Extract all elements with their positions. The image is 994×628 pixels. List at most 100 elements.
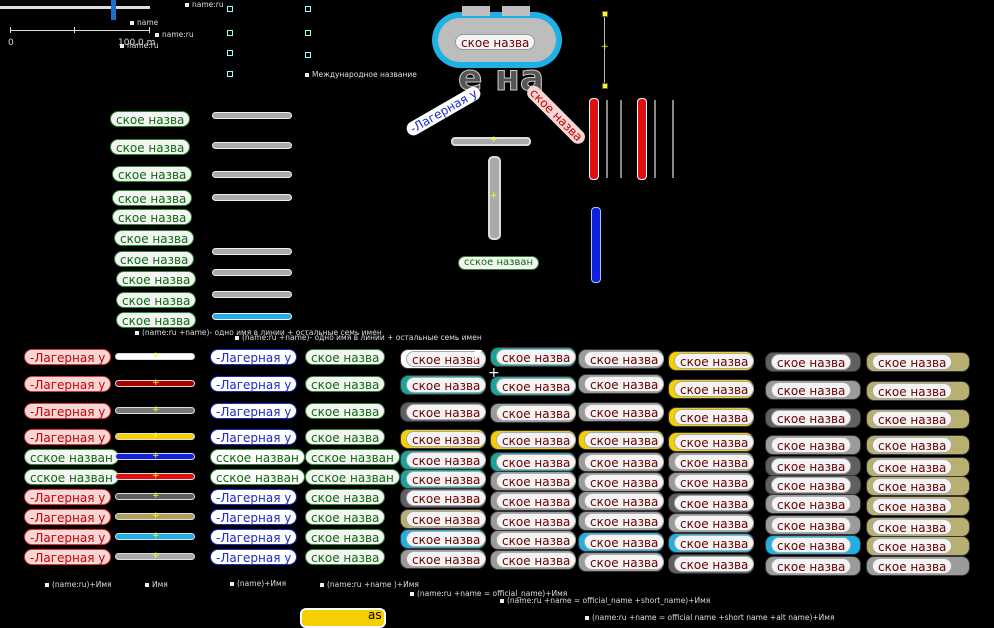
style-cell-label: ское назва [771, 458, 852, 474]
style-cell-label: ское назва [872, 538, 953, 554]
style-cell-label: ское назва [872, 383, 953, 399]
style-cell-label: ское назва [771, 410, 852, 426]
style-cell-label: ское назва [496, 378, 577, 394]
label-l2: ское назва [110, 139, 191, 155]
col2-bar[interactable] [115, 553, 195, 560]
central-hbar[interactable] [451, 137, 531, 146]
scale-bar [10, 27, 150, 40]
style-cell-label: ское назва [771, 477, 852, 493]
style-cell-label: ское назва [584, 534, 665, 550]
style-cell-label: ское назва [674, 474, 755, 490]
style-cell-label: ское назва [872, 411, 953, 427]
col4-label: ское назва [305, 376, 386, 392]
caption-3: (name:ru)+Имя [45, 580, 112, 589]
label-l5: ское назва [112, 209, 193, 225]
style-cell-label: ское назва [584, 404, 665, 420]
diag-label-red: ское назва [524, 83, 589, 147]
col4-label: ское назва [305, 403, 386, 419]
col1-label: -Лагерная у [24, 349, 112, 365]
col2-bar[interactable] [115, 380, 195, 387]
caption-6: (name:ru +name )+Имя [320, 580, 419, 589]
label-name: name [130, 18, 158, 27]
style-cell-label: ское назва [771, 382, 852, 398]
vbar-red-1[interactable] [589, 98, 599, 180]
move-cursor-icon: + [488, 365, 500, 381]
style-cell-label: ское назва [674, 495, 755, 511]
col3-label: сское назван [210, 469, 305, 485]
label-l8: ское назва [116, 271, 197, 287]
style-cell-label: ское назва [406, 452, 487, 468]
style-cell-label: ское назва [496, 532, 577, 548]
col4-label: ское назва [305, 529, 386, 545]
label-l3: ское назва [112, 166, 193, 182]
style-cell-label: ское назва [584, 554, 665, 570]
col2-bar[interactable] [115, 513, 195, 520]
bar-l7[interactable] [212, 291, 292, 298]
bar-l3[interactable] [212, 171, 292, 178]
col2-bar[interactable] [115, 353, 195, 360]
vbar-red-2[interactable] [637, 98, 647, 180]
col4-label: сское назван [305, 449, 400, 465]
mouse-cursor-icon [475, 350, 482, 362]
col3-label: сское назван [210, 449, 305, 465]
col4-label: сское назван [305, 469, 400, 485]
col2-bar[interactable] [115, 473, 195, 480]
style-cell-label: ское назва [771, 537, 852, 553]
style-cell-label: ское назва [872, 498, 953, 514]
style-cell-label: ское назва [584, 351, 665, 367]
bar-l8[interactable] [212, 313, 292, 320]
style-cell-label: ское назва [872, 459, 953, 475]
caption-2: (name:ru +name)- одно имя в линии + оста… [235, 333, 482, 342]
col1-label: -Лагерная у [24, 549, 112, 565]
style-cell-label: ское назва [674, 515, 755, 531]
style-cell-label: ское назва [584, 513, 665, 529]
col1-label: -Лагерная у [24, 509, 112, 525]
style-cell-label: ское назва [406, 471, 487, 487]
label-name-ru-1: name:ru [185, 0, 224, 9]
style-cell-label: ское назва [584, 432, 665, 448]
scale-hundred: 100.0 m [118, 38, 156, 48]
label-name-ru-2: name:ru [155, 30, 194, 39]
col2-bar[interactable] [115, 493, 195, 500]
caption-4: Имя [145, 580, 168, 589]
caption-8: (name:ru +name = official_name +short_na… [500, 596, 710, 605]
label-l10: ское назва [116, 312, 197, 328]
col3-label: -Лагерная у [210, 549, 298, 565]
diag-label-blue: -Лагерная у [404, 84, 484, 138]
style-cell-label: ское назва [496, 454, 577, 470]
style-cell-label: ское назва [872, 558, 953, 574]
style-cell-label: ское назва [584, 493, 665, 509]
col2-bar[interactable] [115, 533, 195, 540]
style-cell-label: ское назва [872, 519, 953, 535]
col1-label: -Лагерная у [24, 529, 112, 545]
style-cell-label: ское назва [872, 478, 953, 494]
style-cell-label: ское назва [496, 513, 577, 529]
col2-bar[interactable] [115, 453, 195, 460]
style-cell-label: ское назва [496, 405, 577, 421]
style-cell-label: ское назва [584, 474, 665, 490]
style-cell-label: ское назва [406, 351, 487, 367]
bar-l2[interactable] [212, 142, 292, 149]
bar-l6[interactable] [212, 269, 292, 276]
col4-label: ское назва [305, 509, 386, 525]
style-cell-label: ское назва [406, 404, 487, 420]
style-cell-label: ское назва [584, 454, 665, 470]
label-l6: ское назва [114, 230, 195, 246]
col2-bar[interactable] [115, 433, 195, 440]
central-vbar[interactable] [488, 156, 501, 240]
bar-l1[interactable] [212, 112, 292, 119]
col2-bar[interactable] [115, 407, 195, 414]
bar-l5[interactable] [212, 248, 292, 255]
label-l9: ское назва [116, 292, 197, 308]
style-cell-label: ское назва [406, 431, 487, 447]
col4-label: ское назва [305, 349, 386, 365]
style-cell-label: ское назва [771, 517, 852, 533]
vbar-blue[interactable] [591, 207, 601, 283]
col3-label: -Лагерная у [210, 509, 298, 525]
bar-l4[interactable] [212, 194, 292, 201]
label-l1: ское назва [110, 111, 191, 127]
style-cell-label: ское назва [872, 437, 953, 453]
stadium-label: ское назва [455, 34, 536, 50]
style-cell-label: ское назва [406, 377, 487, 393]
scale-zero: 0 [8, 38, 14, 48]
